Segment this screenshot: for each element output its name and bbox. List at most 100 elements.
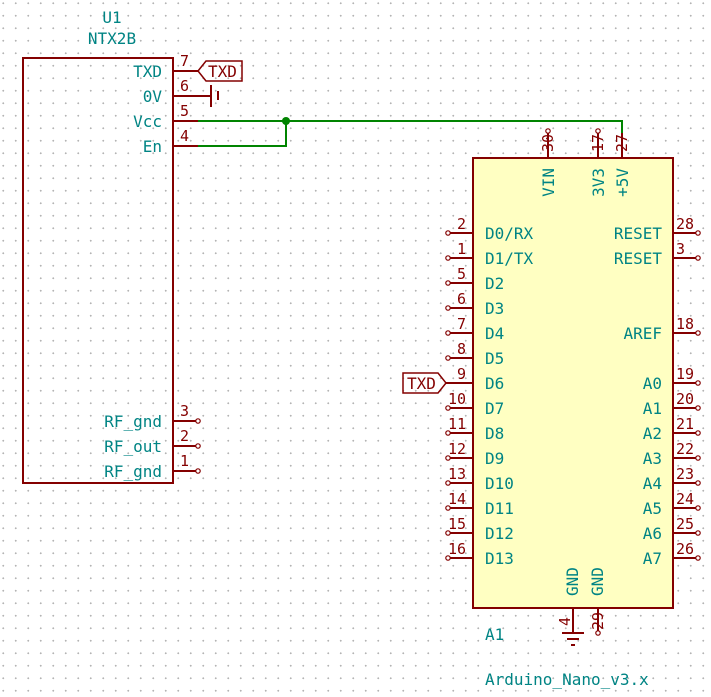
- u1-pin-3-unconnected: [195, 418, 201, 424]
- junction-dot: [282, 117, 290, 125]
- u1-pin-4-number: 4: [180, 127, 189, 145]
- a1-pin-21-name: A2: [643, 424, 662, 443]
- a1-pin-21-unconnected: [695, 430, 701, 436]
- a1-pin-20-name: A1: [643, 399, 662, 418]
- u1-pin-2-number: 2: [180, 427, 189, 445]
- a1-pin-20-unconnected: [695, 405, 701, 411]
- wire-vcc-to-5v[interactable]: [198, 120, 623, 133]
- a1-pin-10-name: D7: [485, 399, 504, 418]
- a1-pin-23-name: A4: [643, 474, 662, 493]
- a1-pin-5-number: 5: [457, 265, 466, 283]
- a1-pin-19-name: A0: [643, 374, 662, 393]
- txd-label-a1-text: TXD: [407, 374, 436, 393]
- u1-body[interactable]: [22, 57, 174, 484]
- a1-pin-28-unconnected: [695, 230, 701, 236]
- a1-pin-29-number: 29: [589, 612, 607, 630]
- ground-symbol-u1: [210, 85, 219, 107]
- a1-pin-19-number: 19: [676, 365, 694, 383]
- a1-pin-13-unconnected: [445, 480, 451, 486]
- a1-pin-7-name: D4: [485, 324, 504, 343]
- u1-pin-5-number: 5: [180, 102, 189, 120]
- a1-pin-8-unconnected: [445, 355, 451, 361]
- wire-en-to-vcc[interactable]: [198, 121, 287, 147]
- a1-pin-17-unconnected: [595, 128, 601, 134]
- a1-pin-18-number: 18: [676, 315, 694, 333]
- a1-pin-17-name: 3V3: [589, 168, 608, 197]
- a1-pin-26-number: 26: [676, 540, 694, 558]
- u1-pin-7-name: TXD: [133, 62, 162, 81]
- a1-pin-23-number: 23: [676, 465, 694, 483]
- u1-reference: U1: [102, 8, 121, 27]
- a1-body[interactable]: [472, 157, 674, 609]
- a1-pin-25-number: 25: [676, 515, 694, 533]
- txd-label-u1-outline: [197, 60, 243, 82]
- a1-pin-15-name: D12: [485, 524, 514, 543]
- a1-pin-12-number: 12: [448, 440, 466, 458]
- a1-pin-4-name: GND: [563, 567, 582, 596]
- u1-pin-4-name: En: [143, 137, 162, 156]
- a1-pin-24-name: A5: [643, 499, 662, 518]
- a1-pin-9-name: D6: [485, 374, 504, 393]
- a1-pin-19-unconnected: [695, 380, 701, 386]
- a1-pin-24-number: 24: [676, 490, 694, 508]
- a1-pin-5-unconnected: [445, 280, 451, 286]
- u1-pin-3-name: RF_gnd: [104, 412, 162, 431]
- a1-pin-5-name: D2: [485, 274, 504, 293]
- a1-pin-14-unconnected: [445, 505, 451, 511]
- a1-pin-3-name: RESET: [614, 249, 663, 268]
- a1-pin-26-name: A7: [643, 549, 662, 568]
- u1-pin-6-number: 6: [180, 77, 189, 95]
- a1-pin-15-unconnected: [445, 530, 451, 536]
- a1-pin-8-number: 8: [457, 340, 466, 358]
- a1-pin-14-name: D11: [485, 499, 514, 518]
- a1-pin-29-unconnected: [595, 630, 601, 636]
- u1-pin-5-name: Vcc: [133, 112, 162, 131]
- txd-label-u1[interactable]: TXD: [197, 60, 243, 82]
- a1-pin-2-number: 2: [457, 215, 466, 233]
- u1-pin-6-name: 0V: [143, 87, 163, 106]
- a1-pin-6-name: D3: [485, 299, 504, 318]
- a1-pin-9-number: 9: [457, 365, 466, 383]
- txd-label-u1-text: TXD: [208, 62, 237, 81]
- a1-pin-4-number: 4: [556, 617, 574, 626]
- a1-pin-23-unconnected: [695, 480, 701, 486]
- a1-pin-10-number: 10: [448, 390, 466, 408]
- a1-pin-29-name: GND: [588, 567, 607, 596]
- a1-pin-28-number: 28: [676, 215, 694, 233]
- a1-pin-1-unconnected: [445, 255, 451, 261]
- a1-pin-28-name: RESET: [614, 224, 663, 243]
- a1-pin-21-number: 21: [676, 415, 694, 433]
- a1-pin-16-name: D13: [485, 549, 514, 568]
- u1-pin-1-number: 1: [180, 452, 189, 470]
- a1-pin-12-name: D9: [485, 449, 504, 468]
- u1-value: NTX2B: [88, 29, 136, 48]
- wires: [198, 117, 623, 147]
- a1-pin-15-number: 15: [448, 515, 466, 533]
- u1-pin-1-name: RF_gnd: [104, 462, 162, 481]
- a1-pin-16-unconnected: [445, 555, 451, 561]
- u1-symbol[interactable]: U1 NTX2B TXD 7 0V 6 Vcc 5 En 4 RF_gnd 3 …: [22, 8, 210, 484]
- a1-pin-11-name: D8: [485, 424, 504, 443]
- a1-pin-2-name: D0/RX: [485, 224, 534, 243]
- ground-symbol-a1: [562, 632, 584, 646]
- a1-pin-18-unconnected: [695, 330, 701, 336]
- a1-pin-26-unconnected: [695, 555, 701, 561]
- a1-pin-30-number: 30: [539, 134, 557, 152]
- a1-pin-12-unconnected: [445, 455, 451, 461]
- a1-pin-22-name: A3: [643, 449, 662, 468]
- a1-pin-7-unconnected: [445, 330, 451, 336]
- a1-pin-13-number: 13: [448, 465, 466, 483]
- u1-pin-7-number: 7: [180, 52, 189, 70]
- a1-pin-14-number: 14: [448, 490, 466, 508]
- txd-label-a1[interactable]: TXD: [402, 372, 447, 394]
- a1-reference: A1: [485, 625, 504, 644]
- a1-pin-16-number: 16: [448, 540, 466, 558]
- a1-pin-24-unconnected: [695, 505, 701, 511]
- a1-pin-10-unconnected: [445, 405, 451, 411]
- a1-pin-25-unconnected: [695, 530, 701, 536]
- a1-pin-20-number: 20: [676, 390, 694, 408]
- a1-pin-1-name: D1/TX: [485, 249, 534, 268]
